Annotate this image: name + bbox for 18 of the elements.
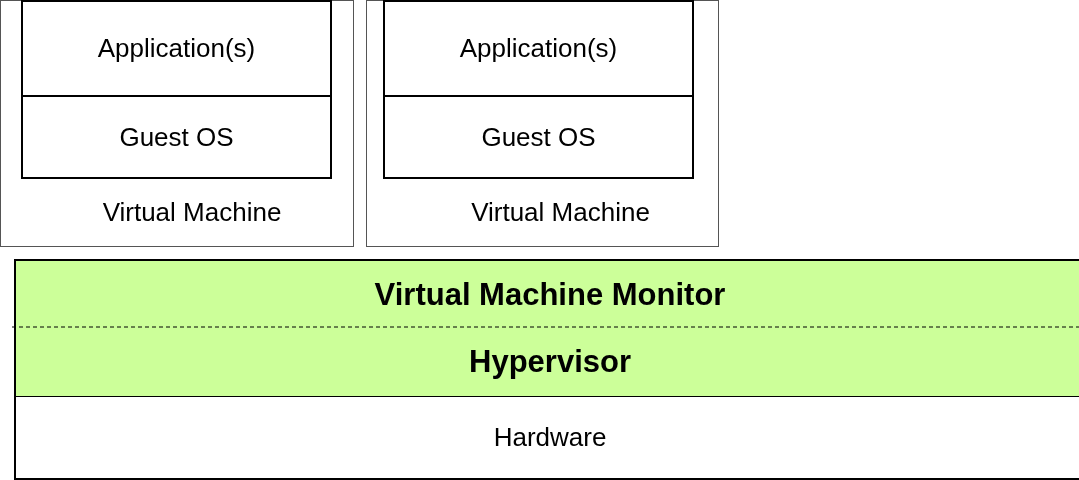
virtual-machine-box xyxy=(366,0,719,247)
layer-box xyxy=(21,95,332,179)
layer-label: Virtual Machine xyxy=(471,197,650,228)
layer-label: Application(s) xyxy=(459,33,618,64)
monitor-band xyxy=(14,259,1079,328)
layer-label: Application(s) xyxy=(97,33,256,64)
layer-box xyxy=(21,0,332,97)
layer-label: Guest OS xyxy=(119,121,234,153)
layer-box xyxy=(383,0,694,97)
hypervisor-band xyxy=(14,327,1079,398)
band-title: Virtual Machine Monitor xyxy=(374,276,726,313)
band-title: Hypervisor xyxy=(469,343,631,380)
hardware-band xyxy=(14,397,1079,480)
layer-label: Hardware xyxy=(493,422,607,453)
layer-label: Virtual Machine xyxy=(102,197,282,228)
layer-box xyxy=(383,95,694,179)
layer-label: Guest OS xyxy=(481,121,596,153)
virtual-machine-box xyxy=(0,0,354,247)
